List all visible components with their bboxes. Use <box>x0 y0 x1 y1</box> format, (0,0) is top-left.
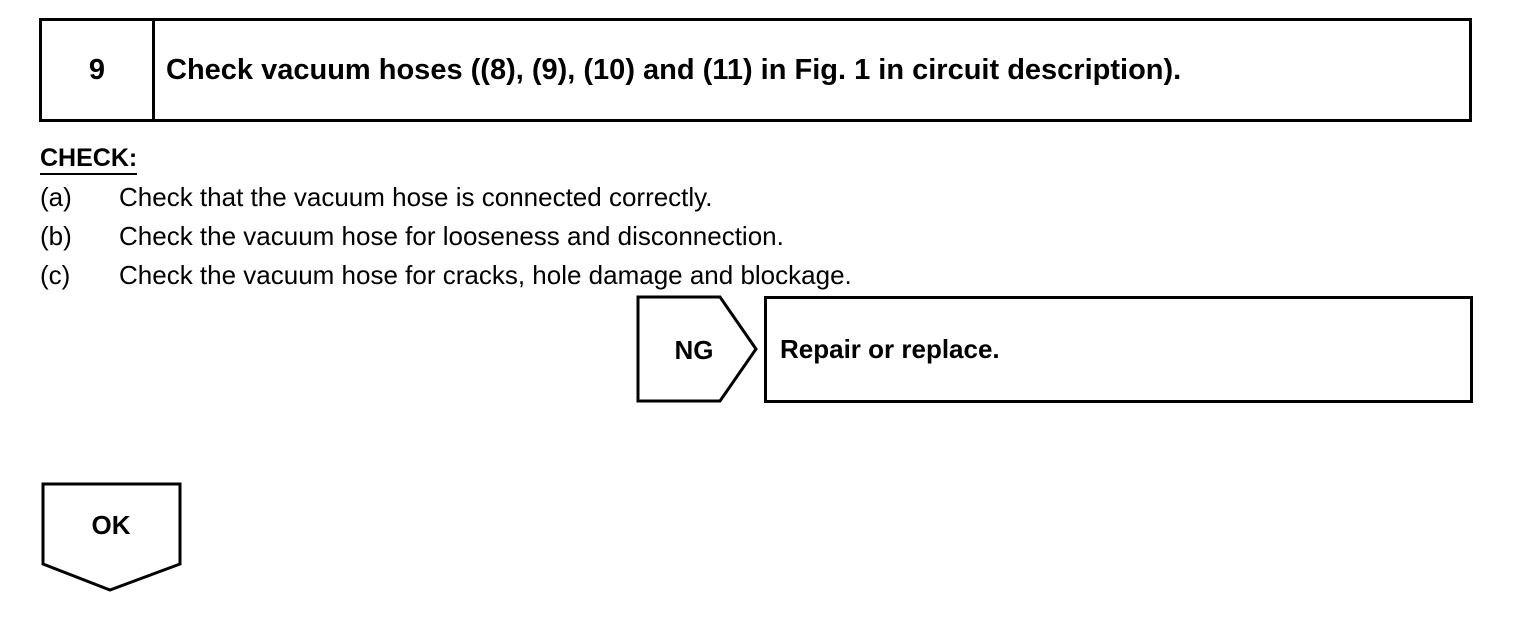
check-item-marker: (c) <box>40 260 71 290</box>
check-item-marker: (a) <box>40 182 72 212</box>
check-list: (a) Check that the vacuum hose is connect… <box>40 178 852 295</box>
ng-action-box: Repair or replace. <box>764 296 1473 403</box>
step-title: Check vacuum hoses ((8), (9), (10) and (… <box>166 53 1182 86</box>
check-item: (a) Check that the vacuum hose is connect… <box>40 178 852 217</box>
check-item-text: Check that the vacuum hose is connected … <box>119 182 713 212</box>
ok-arrow-shape <box>41 482 182 592</box>
ng-arrow-shape <box>636 295 758 403</box>
ng-action-text: Repair or replace. <box>780 334 1000 364</box>
check-item-text: Check the vacuum hose for looseness and … <box>119 221 784 251</box>
step-header: 9 Check vacuum hoses ((8), (9), (10) and… <box>39 18 1472 122</box>
ok-label: OK <box>91 510 131 540</box>
check-heading: CHECK: <box>40 143 138 175</box>
ng-label: NG <box>674 335 714 365</box>
check-item: (b) Check the vacuum hose for looseness a… <box>40 217 852 256</box>
check-item-text: Check the vacuum hose for cracks, hole d… <box>119 260 852 290</box>
check-item-marker: (b) <box>40 221 72 251</box>
check-item: (c) Check the vacuum hose for cracks, hol… <box>40 256 852 295</box>
step-number: 9 <box>42 21 155 119</box>
